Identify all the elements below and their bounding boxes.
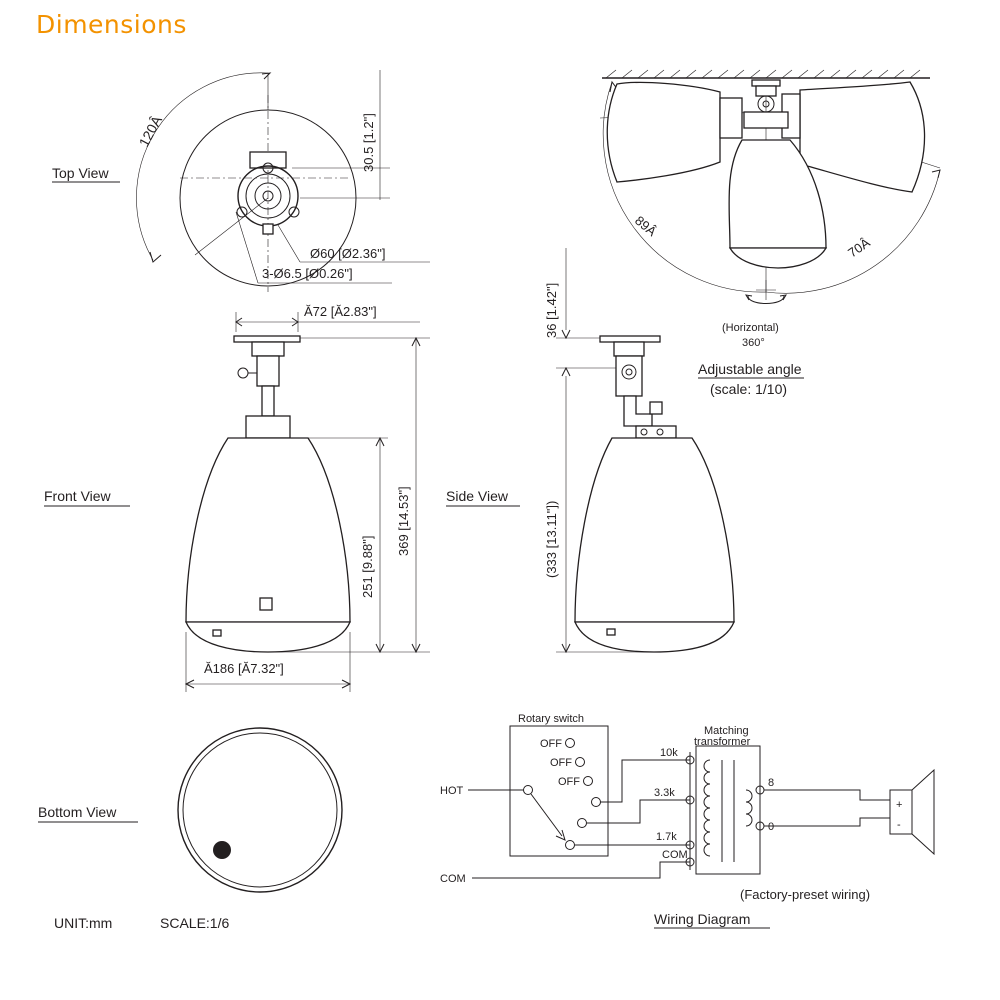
off-label-3: OFF (558, 776, 580, 788)
page-title: Dimensions (36, 10, 187, 39)
wiring-note: (Factory-preset wiring) (740, 887, 870, 902)
off-label-2: OFF (550, 757, 572, 769)
off-label-1: OFF (540, 738, 562, 750)
rotary-switch-label: Rotary switch (518, 713, 584, 725)
tap-10k: 10k (660, 747, 678, 759)
rotation-label: 360° (742, 337, 765, 349)
adjustable-angle-title: Adjustable angle (698, 361, 802, 377)
adjustable-angle-drawing (599, 69, 941, 379)
top-view-label: Top View (52, 165, 109, 181)
com-label: COM (440, 873, 466, 885)
side-height-label: (333 [13.11"]) (544, 501, 559, 578)
secondary-8: 8 (768, 777, 774, 789)
wiring-diagram-drawing (468, 725, 935, 879)
front-view-label: Front View (44, 488, 112, 504)
scale-label: SCALE:1/6 (160, 915, 229, 931)
bottom-view-drawing (38, 727, 343, 893)
wiring-title: Wiring Diagram (654, 911, 750, 927)
bottom-indicator-dot (213, 841, 231, 859)
total-height-label: 369 [14.53"] (396, 486, 411, 556)
polarity-minus: - (897, 819, 901, 831)
body-height-label: 251 [9.88"] (360, 536, 375, 598)
transformer-label-1: Matching (704, 725, 749, 737)
polarity-plus: + (896, 799, 902, 811)
body-width-label: Ă186 [Ă7.32"] (204, 661, 284, 676)
top-height-label: 30.5 [1.2"] (361, 113, 376, 172)
side-top-label: 36 [1.42"] (544, 283, 559, 338)
secondary-0: 0 (768, 821, 774, 833)
tap-3-3k: 3.3k (654, 787, 675, 799)
top-view-drawing (52, 70, 430, 292)
transformer-label-2: transformer (694, 736, 751, 748)
right-angle-label: 70Â (845, 235, 873, 261)
top-hole-dia-label: Ø60 [Ø2.36"] (310, 246, 385, 261)
side-view-drawing (446, 248, 735, 654)
bracket-width-label: Ă72 [Ă2.83"] (304, 304, 377, 319)
bottom-view-label: Bottom View (38, 804, 117, 820)
top-screw-label: 3-Ø6.5 [Ø0.26"] (262, 266, 353, 281)
left-angle-label: 89Â (632, 213, 660, 240)
hot-label: HOT (440, 785, 464, 797)
front-view-drawing (44, 312, 430, 692)
tap-1-7k: 1.7k (656, 831, 677, 843)
tap-com: COM (662, 849, 688, 861)
adjustable-angle-scale: (scale: 1/10) (710, 381, 787, 397)
unit-label: UNIT:mm (54, 915, 112, 931)
horizontal-label: (Horizontal) (722, 322, 779, 334)
side-view-label: Side View (446, 488, 509, 504)
top-angle-label: 120Â (136, 112, 166, 149)
